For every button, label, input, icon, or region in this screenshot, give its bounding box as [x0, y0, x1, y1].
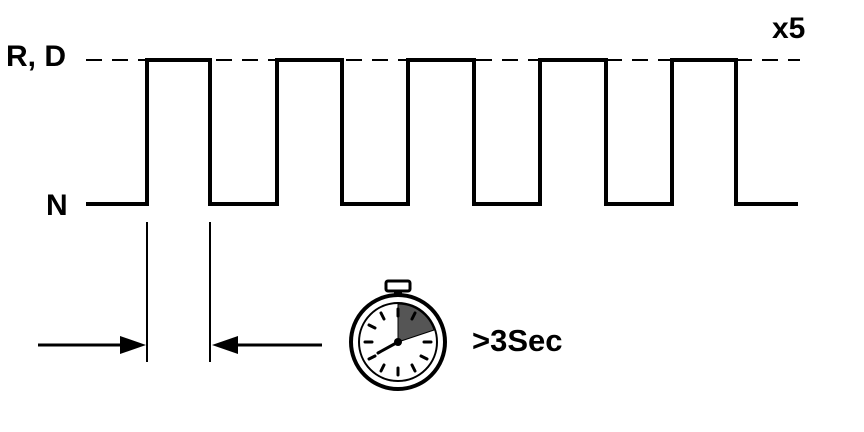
- stopwatch-icon: [349, 279, 447, 391]
- arrow-left-icon: [212, 336, 322, 354]
- repeat-count-label: x5: [772, 12, 806, 45]
- arrow-right-icon: [38, 336, 146, 354]
- low-state-label: N: [46, 189, 68, 222]
- high-state-label: R, D: [6, 40, 66, 73]
- square-wave: [86, 58, 798, 206]
- duration-label: >3Sec: [472, 323, 563, 358]
- timer-shaded-sector: [397, 303, 435, 343]
